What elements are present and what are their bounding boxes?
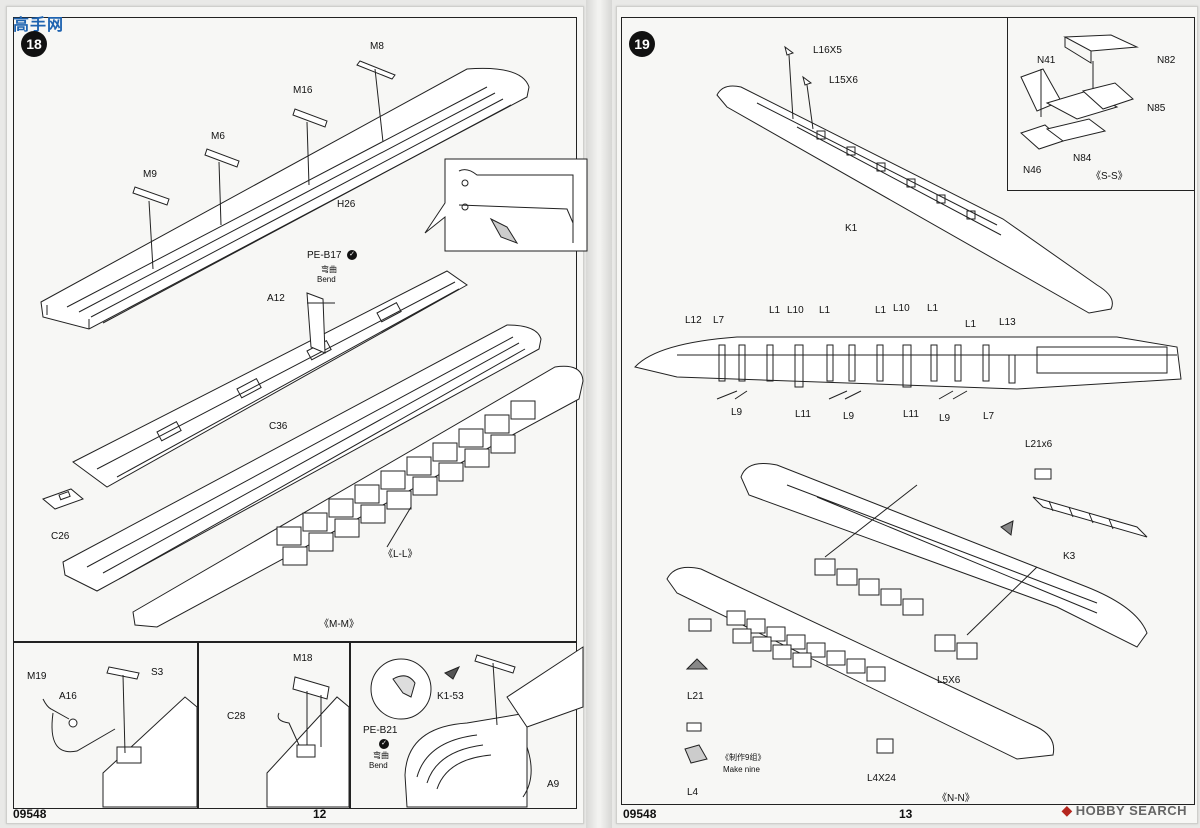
page-gutter bbox=[586, 0, 612, 828]
make-nine-cn: 《制作9组》 bbox=[721, 753, 766, 762]
view-label-nn: 《N-N》 bbox=[937, 793, 975, 804]
part-label-m8: M8 bbox=[370, 41, 384, 52]
part-label-n84: N84 bbox=[1073, 153, 1092, 164]
bend-icon-2: ✓ bbox=[379, 739, 389, 749]
bend-label-en: Bend bbox=[317, 275, 336, 284]
part-label-a16: A16 bbox=[59, 691, 77, 702]
part-label-m6: M6 bbox=[211, 131, 225, 142]
make-nine-en: Make nine bbox=[723, 765, 760, 774]
part-label-l7-top: L7 bbox=[713, 315, 725, 326]
part-label-l10-a: L10 bbox=[787, 305, 804, 316]
bend-label-en-2: Bend bbox=[369, 761, 388, 770]
bend-icon: ✓ bbox=[347, 250, 357, 260]
part-label-n41: N41 bbox=[1037, 55, 1056, 66]
part-label-k1: K1 bbox=[845, 223, 858, 234]
site-logo: 高手网 bbox=[13, 17, 65, 34]
part-label-l21: L21 bbox=[687, 691, 704, 702]
part-label-c28: C28 bbox=[227, 711, 246, 722]
bend-label-cn: 弯曲 bbox=[321, 265, 337, 274]
part-label-l11-a: L11 bbox=[795, 409, 811, 420]
part-label-l21x6: L21x6 bbox=[1025, 439, 1053, 450]
part-label-c26: C26 bbox=[51, 531, 70, 542]
kit-code-right: 09548 bbox=[623, 807, 657, 821]
part-label-l16x5: L16X5 bbox=[813, 45, 842, 56]
page-number-right: 13 bbox=[899, 807, 913, 821]
part-label-pe-b21: PE-B21 bbox=[363, 725, 398, 736]
part-label-l11-b: L11 bbox=[903, 409, 919, 420]
part-label-m19: M19 bbox=[27, 671, 47, 682]
part-label-n82: N82 bbox=[1157, 55, 1176, 66]
part-label-l9-b: L9 bbox=[843, 411, 855, 422]
part-label-l13: L13 bbox=[999, 317, 1016, 328]
bend-label-cn-2: 弯曲 bbox=[373, 751, 389, 760]
part-label-l1-b: L1 bbox=[819, 305, 831, 316]
step-18-detail-panel-1 bbox=[13, 641, 199, 809]
part-label-l1-c: L1 bbox=[875, 305, 887, 316]
part-label-l5x6: L5X6 bbox=[937, 675, 961, 686]
page-number-left: 12 bbox=[313, 807, 327, 821]
ss-inset-frame bbox=[1007, 17, 1195, 191]
step-18-main-frame bbox=[13, 17, 577, 643]
part-label-l15x6: L15X6 bbox=[829, 75, 858, 86]
watermark-icon: ◆ bbox=[1061, 802, 1073, 818]
part-label-h26: H26 bbox=[337, 199, 356, 210]
part-label-m9: M9 bbox=[143, 169, 157, 180]
kit-code-left: 09548 bbox=[13, 807, 47, 821]
part-label-pe-b17: PE-B17 bbox=[307, 250, 342, 261]
part-label-l9-a: L9 bbox=[731, 407, 743, 418]
part-label-l1-a: L1 bbox=[769, 305, 781, 316]
watermark: ◆HOBBY SEARCH bbox=[1061, 802, 1187, 818]
part-label-m16: M16 bbox=[293, 85, 313, 96]
part-label-l9-c: L9 bbox=[939, 413, 951, 424]
step-badge-18: 18 bbox=[21, 31, 47, 57]
part-label-l10-b: L10 bbox=[893, 303, 910, 314]
instruction-page-right: 19 bbox=[616, 6, 1198, 824]
part-label-k3: K3 bbox=[1063, 551, 1076, 562]
view-label-ll: 《L-L》 bbox=[383, 549, 418, 560]
part-label-a9: A9 bbox=[547, 779, 560, 790]
part-label-l12: L12 bbox=[685, 315, 702, 326]
instruction-page-left: 高手网 18 bbox=[6, 6, 588, 824]
part-label-l1-e: L1 bbox=[965, 319, 977, 330]
view-label-mm: 《M-M》 bbox=[319, 619, 359, 630]
part-label-s3: S3 bbox=[151, 667, 164, 678]
part-label-l4: L4 bbox=[687, 787, 699, 798]
part-label-m18: M18 bbox=[293, 653, 313, 664]
part-label-c36: C36 bbox=[269, 421, 288, 432]
part-label-n85: N85 bbox=[1147, 103, 1166, 114]
part-label-n46: N46 bbox=[1023, 165, 1042, 176]
step-badge-19: 19 bbox=[629, 31, 655, 57]
part-label-l1-d: L1 bbox=[927, 303, 939, 314]
step-19-drawing bbox=[634, 34, 1182, 764]
part-label-k1-53: K1-53 bbox=[437, 691, 464, 702]
part-label-l4x24: L4X24 bbox=[867, 773, 896, 784]
view-label-ss: 《S-S》 bbox=[1091, 171, 1128, 182]
step-19-frame bbox=[621, 17, 1195, 805]
part-label-a12: A12 bbox=[267, 293, 285, 304]
part-label-l7-bottom: L7 bbox=[983, 411, 995, 422]
step-18-drawing bbox=[40, 60, 588, 808]
